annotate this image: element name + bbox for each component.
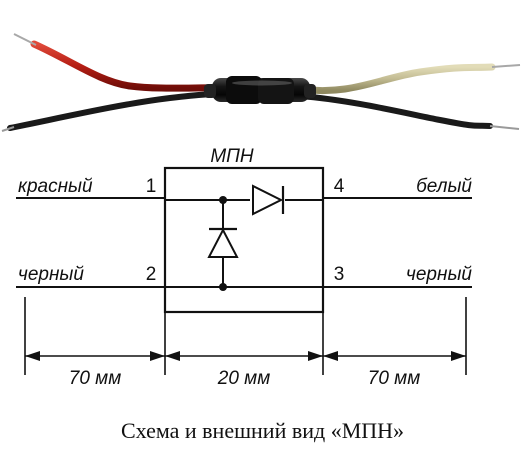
label-left-bottom: черный (18, 264, 84, 285)
wire-white-right (296, 63, 496, 95)
pin-4: 4 (334, 176, 345, 197)
label-right-bottom: черный (406, 264, 472, 285)
figure-caption: Схема и внешний вид «МПН» (120, 418, 405, 443)
diode-vertical-icon (207, 227, 239, 258)
pin-1: 1 (146, 176, 157, 197)
diode-horizontal-icon (252, 184, 285, 216)
schematic: МПН красный черный белый черный 1 2 3 4 … (16, 146, 472, 389)
wire-red-left (30, 40, 236, 92)
junction-dot-bottom (219, 283, 227, 291)
module-title: МПН (210, 146, 254, 167)
wire-black-right (297, 93, 493, 129)
dimension-left: 70 мм (69, 368, 121, 389)
junction-dot-top (219, 196, 227, 204)
dimension-arrows (25, 351, 466, 361)
label-left-top: красный (18, 176, 93, 197)
label-right-top: белый (416, 176, 472, 197)
pin-3: 3 (334, 264, 345, 285)
module-photo (1, 33, 521, 132)
module-body (204, 76, 316, 104)
dimension-middle: 20 мм (217, 368, 270, 389)
pin-2: 2 (146, 264, 157, 285)
module-box (163, 166, 325, 314)
dimension-right: 70 мм (368, 368, 420, 389)
